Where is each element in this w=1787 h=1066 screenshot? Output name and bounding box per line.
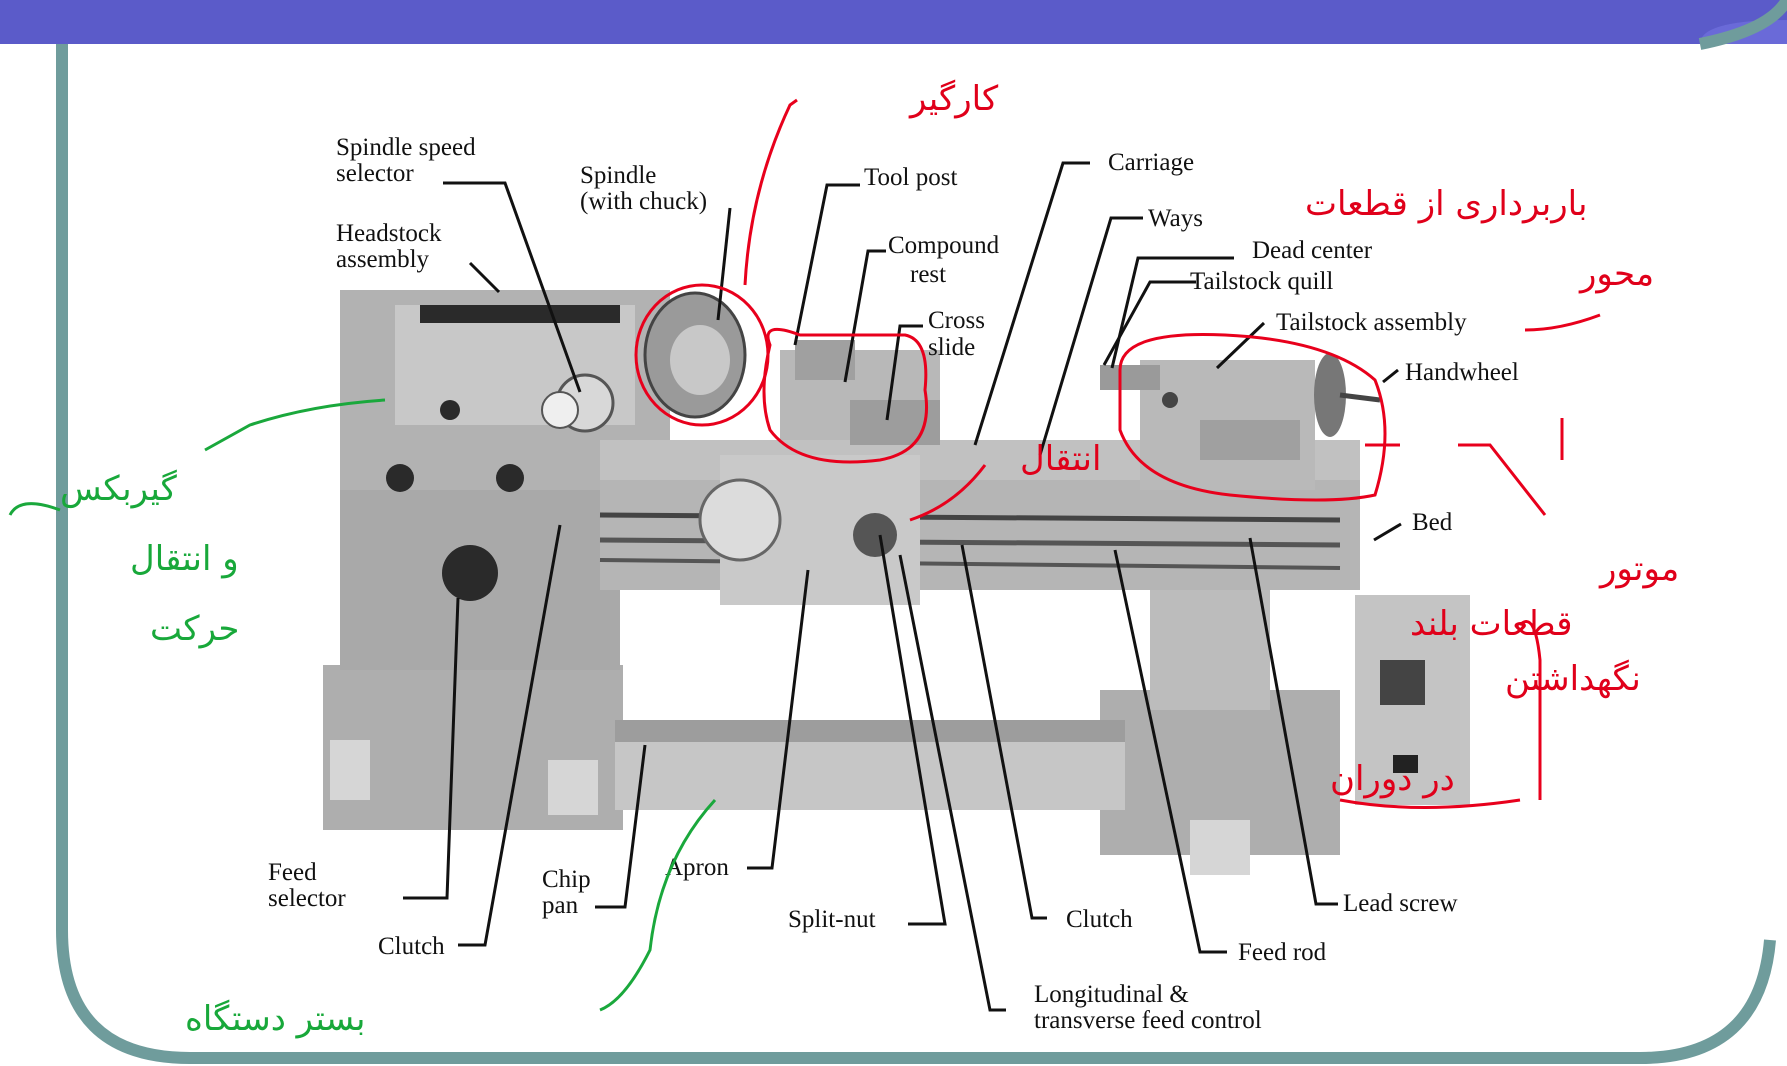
note-holding-long-1: نگهداشتن	[1505, 659, 1641, 699]
note-gearbox-2: و انتقال	[130, 539, 239, 579]
note-holding-long-3: در دوران	[1330, 759, 1455, 799]
note-bench: بستر دستگاه	[185, 999, 365, 1039]
label-clutch-right: Clutch	[1066, 906, 1133, 933]
label-longitudinal-2: transverse feed control	[1034, 1007, 1262, 1034]
label-cross-slide-1: Cross	[928, 307, 985, 334]
note-motor: موتور	[1598, 549, 1679, 589]
label-handwheel: Handwheel	[1405, 359, 1519, 386]
label-tailstock-assembly: Tailstock assembly	[1276, 309, 1467, 336]
label-feed-selector-1: Feed	[268, 859, 317, 886]
label-headstock-1: Headstock	[336, 220, 442, 247]
label-spindle-1: Spindle	[580, 162, 656, 189]
label-compound-1: Compound	[888, 232, 1000, 259]
note-holding-long-2: قطعات بلند	[1410, 604, 1573, 644]
label-longitudinal-1: Longitudinal &	[1034, 981, 1189, 1008]
arrow-to-chuck	[745, 100, 797, 285]
label-clutch-left: Clutch	[378, 933, 445, 960]
label-compound-2: rest	[910, 261, 946, 288]
note-material-removal-1: باربرداری از قطعات	[1305, 184, 1587, 224]
note-material-removal-2: محور	[1578, 254, 1654, 294]
note-gearbox-3: حرکت	[150, 609, 239, 649]
label-feed-selector-2: selector	[268, 885, 346, 912]
label-lead-screw: Lead screw	[1343, 890, 1458, 917]
label-carriage: Carriage	[1108, 149, 1194, 176]
label-spindle-speed-selector-1: Spindle speed	[336, 134, 476, 161]
label-chip-pan-2: pan	[542, 892, 579, 919]
arrow-to-bed	[600, 800, 715, 1010]
label-spindle-2: (with chuck)	[580, 188, 707, 215]
label-chip-pan-1: Chip	[542, 866, 591, 893]
label-ways: Ways	[1148, 205, 1203, 232]
label-split-nut: Split-nut	[788, 906, 876, 933]
label-bed: Bed	[1412, 509, 1453, 536]
label-dead-center: Dead center	[1252, 237, 1373, 264]
green-text: گیربکس و انتقال حرکت بستر دستگاه	[60, 469, 365, 1039]
label-spindle-speed-selector-2: selector	[336, 160, 414, 187]
label-feed-rod: Feed rod	[1238, 939, 1327, 966]
label-cross-slide-2: slide	[928, 334, 975, 361]
note-gearbox-1: گیربکس	[60, 469, 178, 509]
label-tailstock-quill: Tailstock quill	[1190, 268, 1333, 295]
lathe-machine-illustration	[323, 290, 1470, 875]
label-headstock-2: assembly	[336, 246, 430, 273]
note-workpiece-holder: کارگیر	[908, 79, 999, 119]
note-screw: انتقال	[1020, 439, 1101, 479]
label-tool-post: Tool post	[864, 164, 957, 191]
